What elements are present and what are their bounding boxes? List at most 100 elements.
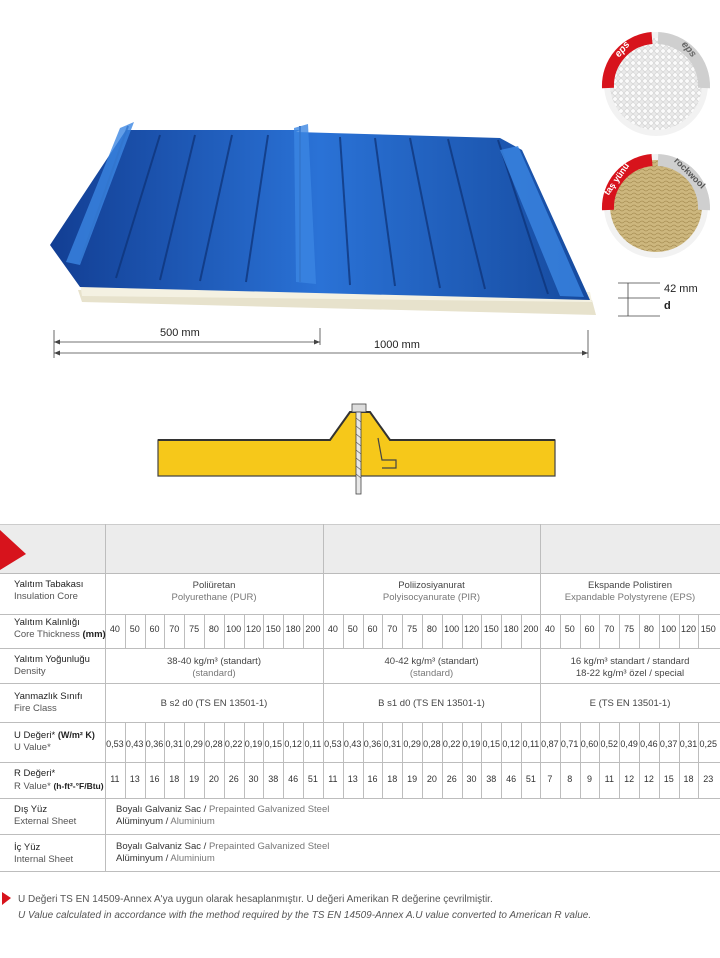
thickness-value-cell: 120 (463, 624, 479, 634)
column-divider (342, 722, 344, 762)
group-eps-fire: E (TS EN 13501-1) (589, 698, 671, 709)
thickness-value-cell: 100 (444, 624, 460, 634)
column-divider (303, 762, 304, 798)
column-divider (283, 762, 285, 798)
column-divider (639, 614, 640, 648)
column-divider (243, 722, 245, 762)
u-value-cell: 0,71 (560, 739, 579, 749)
column-divider (658, 722, 660, 762)
eps-core-sample (601, 32, 711, 136)
thickness-value-cell: 180 (285, 624, 301, 634)
rockwool-core-sample (601, 154, 711, 258)
red-corner-icon (0, 530, 26, 570)
column-divider (658, 614, 660, 648)
thickness-value-cell: 150 (483, 624, 499, 634)
column-divider (263, 614, 265, 648)
thickness-value-cell: 100 (661, 624, 677, 634)
column-divider (639, 762, 640, 798)
column-divider (342, 762, 344, 798)
column-divider (362, 722, 364, 762)
column-divider (461, 614, 463, 648)
u-value-cell: 0,28 (423, 739, 441, 749)
column-divider (678, 614, 680, 648)
r-value-cell: 12 (643, 774, 654, 784)
column-divider (461, 722, 463, 762)
column-divider (164, 614, 166, 648)
footnote-tr: U Değeri TS EN 14509-Annex A'ya uygun ol… (18, 894, 493, 905)
column-divider (263, 722, 265, 762)
thickness-value-cell: 40 (327, 624, 338, 634)
column-divider (382, 722, 384, 762)
column-divider (303, 614, 304, 648)
u-value-cell: 0,19 (244, 739, 263, 749)
column-divider (164, 762, 166, 798)
label-r-value: R Değeri* R Value* (h-ft²-°F/Btu) (14, 768, 104, 792)
column-divider (599, 762, 601, 798)
column-divider (184, 762, 186, 798)
column-divider (184, 722, 186, 762)
u-value-cell: 0,22 (442, 739, 461, 749)
u-value-cell: 0,31 (165, 739, 184, 749)
u-value-cell: 0,11 (522, 739, 540, 749)
label-thickness: Yalıtım Kalınlığı Core Thickness (mm) (14, 617, 106, 640)
column-divider (422, 614, 423, 648)
group-pur-density: 38-40 kg/m³ (standart)(standard) (167, 656, 261, 679)
thickness-value-cell: 70 (169, 624, 180, 634)
column-divider (124, 722, 126, 762)
u-value-cell: 0,15 (482, 739, 501, 749)
column-divider (559, 762, 561, 798)
r-value-cell: 7 (547, 774, 553, 784)
thickness-value-cell: 180 (503, 624, 519, 634)
r-value-cell: 15 (663, 774, 674, 784)
r-value-cell: 26 (228, 774, 239, 784)
u-value-cell: 0,37 (659, 739, 678, 749)
r-value-cell: 12 (624, 774, 635, 784)
column-divider (382, 762, 384, 798)
column-divider (579, 762, 581, 798)
r-value-cell: 11 (604, 774, 614, 784)
r-value-cell: 18 (683, 774, 694, 784)
column-divider (422, 722, 423, 762)
column-divider (223, 762, 225, 798)
thickness-value-cell: 40 (109, 624, 120, 634)
r-value-cell: 23 (703, 774, 714, 784)
u-value-cell: 0,29 (185, 739, 203, 749)
thickness-d-label: d (664, 300, 671, 312)
column-divider (124, 614, 126, 648)
u-value-cell: 0,28 (205, 739, 223, 749)
column-divider (678, 762, 680, 798)
u-value-cell: 0,19 (462, 739, 481, 749)
thickness-value-cell: 150 (700, 624, 716, 634)
thickness-42-label: 42 mm (664, 283, 698, 295)
u-value-cell: 0,12 (284, 739, 302, 749)
label-u-value: U Değeri* (W/m² K) U Value* (14, 730, 95, 753)
column-divider (579, 722, 581, 762)
table-header-band (0, 524, 720, 574)
column-divider (144, 614, 146, 648)
thickness-value-cell: 120 (680, 624, 696, 634)
thickness-value-cell: 150 (265, 624, 281, 634)
r-value-cell: 30 (248, 774, 259, 784)
r-value-cell: 11 (110, 774, 120, 784)
column-divider (461, 762, 463, 798)
r-value-cell: 30 (466, 774, 477, 784)
column-divider (559, 722, 561, 762)
thickness-value-cell: 120 (245, 624, 261, 634)
column-divider (422, 762, 423, 798)
column-divider (658, 762, 660, 798)
r-value-cell: 51 (525, 774, 536, 784)
column-divider (501, 762, 503, 798)
screw-icon (355, 411, 362, 495)
r-value-cell: 18 (387, 774, 398, 784)
column-divider (263, 762, 265, 798)
r-value-cell: 51 (307, 774, 318, 784)
column-divider (698, 722, 700, 762)
column-divider (204, 762, 205, 798)
r-value-cell: 38 (268, 774, 279, 784)
thickness-value-cell: 50 (564, 624, 575, 634)
u-value-cell: 0,49 (620, 739, 638, 749)
column-divider (303, 722, 304, 762)
r-value-cell: 26 (446, 774, 457, 784)
